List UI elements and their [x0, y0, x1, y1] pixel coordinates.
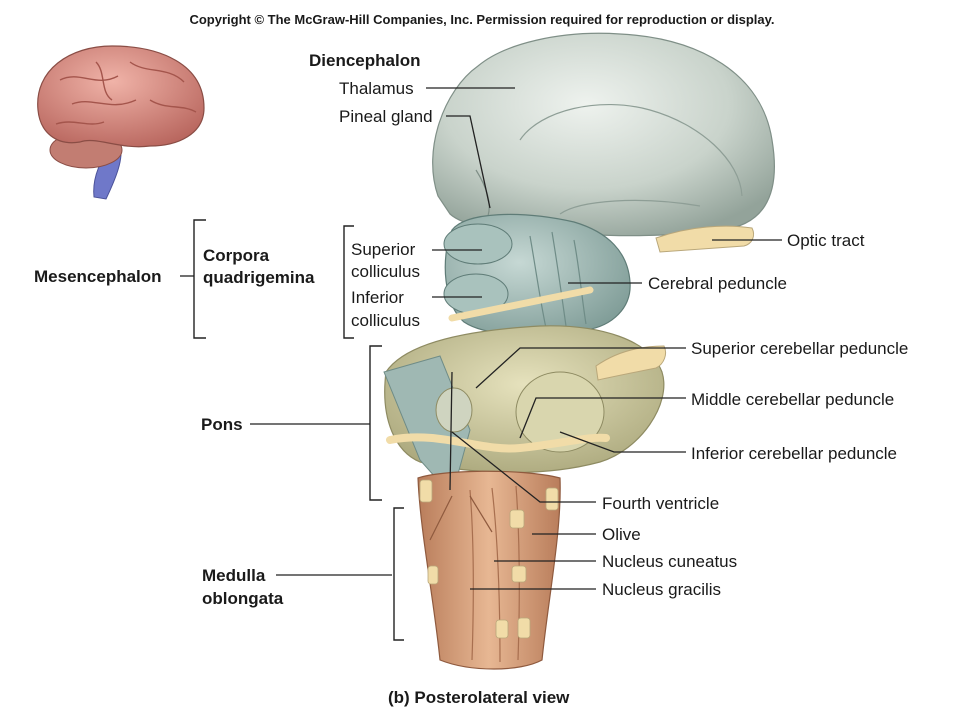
- brackets: [193, 219, 404, 641]
- figure-caption: (b) Posterolateral view: [388, 688, 570, 707]
- label-optic-tract: Optic tract: [787, 231, 865, 250]
- pons-shape: [383, 325, 667, 498]
- label-inferior-colliculus-line1: Inferior: [351, 288, 404, 307]
- label-nucleus-cuneatus: Nucleus cuneatus: [602, 552, 737, 571]
- label-pineal-gland: Pineal gland: [339, 107, 433, 126]
- label-medulla-line1: Medulla: [202, 566, 266, 585]
- label-fourth-ventricle: Fourth ventricle: [602, 494, 719, 513]
- label-olive: Olive: [602, 525, 641, 544]
- label-thalamus: Thalamus: [339, 79, 414, 98]
- leader-lines: [180, 87, 782, 590]
- label-middle-cerebellar-peduncle: Middle cerebellar peduncle: [691, 390, 894, 409]
- copyright-notice: Copyright © The McGraw-Hill Companies, I…: [189, 12, 774, 27]
- label-nucleus-gracilis: Nucleus gracilis: [602, 580, 721, 599]
- label-cerebral-peduncle: Cerebral peduncle: [648, 274, 787, 293]
- label-mesencephalon: Mesencephalon: [34, 267, 162, 286]
- label-superior-colliculus-line2: colliculus: [351, 262, 420, 281]
- label-inferior-colliculus-line2: colliculus: [351, 311, 420, 330]
- label-diencephalon: Diencephalon: [309, 51, 420, 70]
- medulla-shape: [417, 470, 561, 670]
- label-corpora-line2: quadrigemina: [203, 268, 315, 287]
- label-inferior-cerebellar-peduncle: Inferior cerebellar peduncle: [691, 444, 897, 463]
- label-medulla-line2: oblongata: [202, 589, 284, 608]
- label-superior-colliculus-line1: Superior: [351, 240, 416, 259]
- inset-brain-illustration: [37, 45, 205, 200]
- diencephalon-shape: [432, 32, 775, 237]
- label-corpora-line1: Corpora: [203, 246, 270, 265]
- midbrain-shape: [443, 213, 631, 336]
- label-pons: Pons: [201, 415, 243, 434]
- label-superior-cerebellar-peduncle: Superior cerebellar peduncle: [691, 339, 908, 358]
